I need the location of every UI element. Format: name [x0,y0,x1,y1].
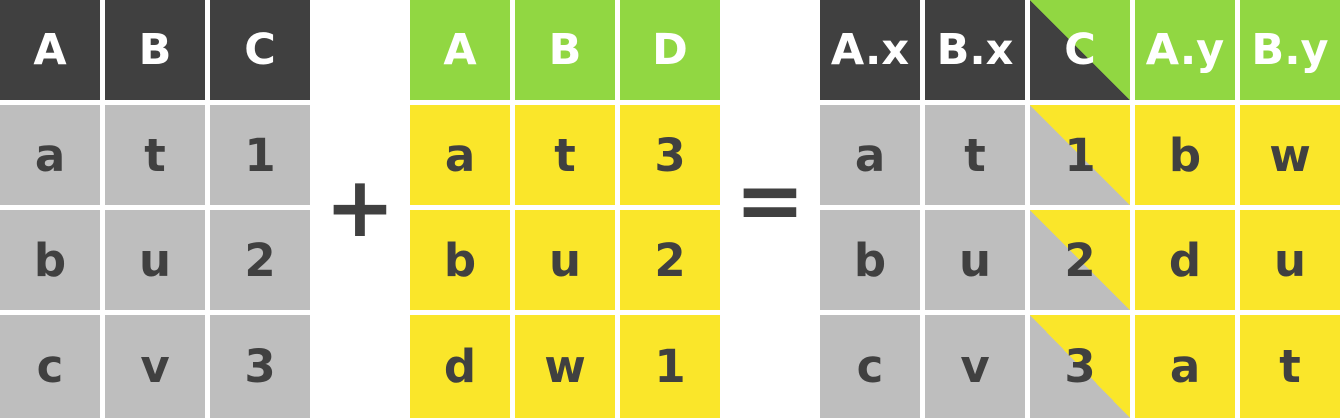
result-cell-r1-c3: 1 [1030,105,1130,205]
left-cell-r2-c1: b [0,210,100,310]
left-cell-r1-c2: t [105,105,205,205]
result-cell-r2-c3: 2 [1030,210,1130,310]
result-cell-r1-c1: a [820,105,920,205]
left-cell-r3-c2: v [105,315,205,418]
right-cell-r2-c2: u [515,210,615,310]
right-cell-r3-c1: d [410,315,510,418]
result-header-a-x: A.x [820,0,920,100]
left-cell-r2-c2: u [105,210,205,310]
left-cell-r1-c1: a [0,105,100,205]
result-cell-r2-c2: u [925,210,1025,310]
right-cell-r3-c3: 1 [620,315,720,418]
left-table: A B C a t 1 b u 2 c v 3 [0,0,310,418]
right-cell-r1-c3: 3 [620,105,720,205]
result-cell-r2-c5: u [1240,210,1340,310]
result-cell-r3-c3: 3 [1030,315,1130,418]
result-cell-r2-c4: d [1135,210,1235,310]
result-cell-r3-c1: c [820,315,920,418]
result-cell-r1-c4: b [1135,105,1235,205]
right-header-a: A [410,0,510,100]
right-header-d: D [620,0,720,100]
left-cell-r1-c3: 1 [210,105,310,205]
left-header-c: C [210,0,310,100]
right-cell-r2-c3: 2 [620,210,720,310]
result-header-b-x: B.x [925,0,1025,100]
result-cell-r2-c1: b [820,210,920,310]
right-table: A B D a t 3 b u 2 d w 1 [410,0,720,418]
result-table: A.x B.x C A.y B.y a t 1 b w b u 2 d u c … [820,0,1340,418]
right-cell-r2-c1: b [410,210,510,310]
right-cell-r3-c2: w [515,315,615,418]
result-cell-r1-c5: w [1240,105,1340,205]
result-cell-r3-c5: t [1240,315,1340,418]
right-cell-r1-c2: t [515,105,615,205]
right-cell-r1-c1: a [410,105,510,205]
left-cell-r3-c3: 3 [210,315,310,418]
result-cell-r3-c4: a [1135,315,1235,418]
left-header-b: B [105,0,205,100]
result-header-b-y: B.y [1240,0,1340,100]
left-header-a: A [0,0,100,100]
result-header-c: C [1030,0,1130,100]
right-header-b: B [515,0,615,100]
result-header-a-y: A.y [1135,0,1235,100]
equals-operator: = [734,151,806,249]
plus-operator: + [324,158,396,256]
result-cell-r1-c2: t [925,105,1025,205]
left-cell-r2-c3: 2 [210,210,310,310]
result-cell-r3-c2: v [925,315,1025,418]
left-cell-r3-c1: c [0,315,100,418]
